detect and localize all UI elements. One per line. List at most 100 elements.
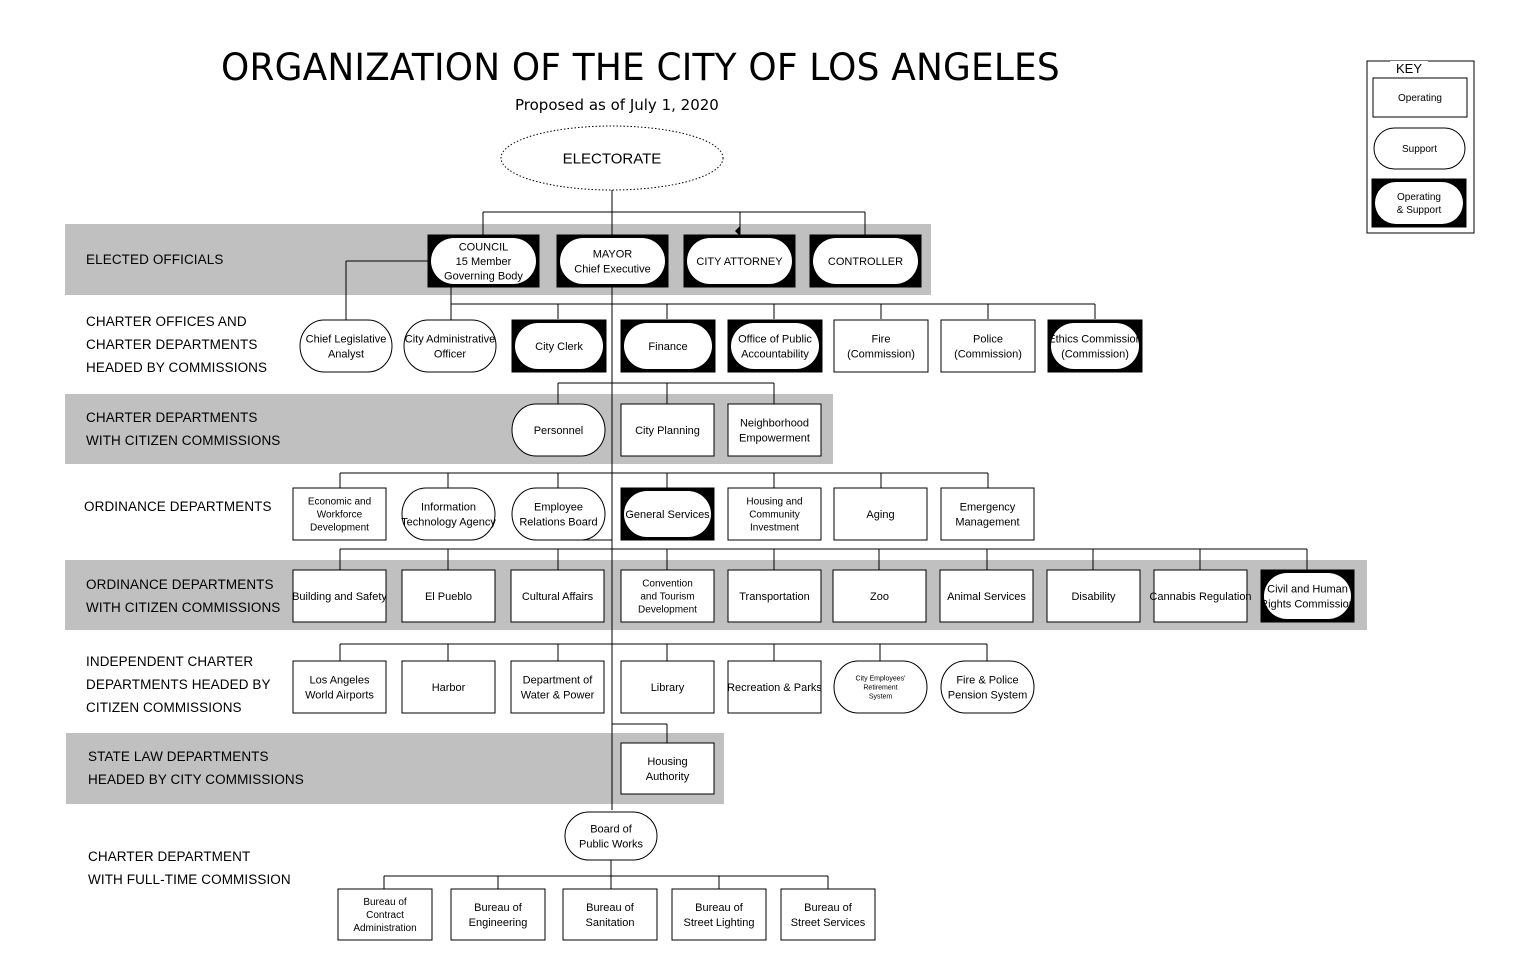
box-label: Cultural Affairs: [522, 591, 594, 603]
personnel-box[interactable]: Personnel: [511, 403, 606, 457]
zoo-box[interactable]: Zoo: [832, 569, 927, 623]
box-label: Contract: [366, 910, 404, 921]
box-label: City Planning: [635, 425, 700, 437]
box-label: Chief Executive: [574, 263, 650, 275]
box-label: Convention: [642, 578, 693, 589]
harbor-box[interactable]: Harbor: [401, 660, 496, 714]
city-planning-box[interactable]: City Planning: [620, 403, 715, 457]
box-label: Support: [1402, 144, 1437, 155]
box-label: Recreation & Parks: [727, 682, 822, 694]
key-support-swatch[interactable]: Support: [1373, 127, 1466, 170]
transportation-box[interactable]: Transportation: [727, 569, 822, 623]
box-label: Cannabis Regulation: [1149, 591, 1251, 603]
box-label: Employee: [534, 502, 583, 514]
tier-label-full-time: CHARTER DEPARTMENT WITH FULL-TIME COMMIS…: [88, 849, 291, 887]
box-label: Rights Commission: [1260, 598, 1355, 610]
box-label: System: [869, 694, 893, 701]
key-operating-swatch[interactable]: Operating: [1372, 77, 1468, 118]
box-label: Housing: [647, 756, 687, 768]
box-label: Finance: [648, 341, 687, 353]
box-label: Investment: [750, 523, 799, 534]
cannabis-regulation-box[interactable]: Cannabis Regulation: [1149, 569, 1252, 623]
box-label: Engineering: [469, 917, 528, 929]
fire-box[interactable]: Fire (Commission): [833, 319, 929, 373]
box-label: Fire: [872, 334, 891, 346]
library-box[interactable]: Library: [620, 660, 715, 714]
controller-box[interactable]: CONTROLLER: [809, 234, 922, 288]
box-label: Economic and: [308, 496, 371, 507]
band-state-law: [66, 733, 724, 804]
recreation-parks-box[interactable]: Recreation & Parks: [727, 660, 822, 714]
cultural-affairs-box[interactable]: Cultural Affairs: [510, 569, 605, 623]
aging-box[interactable]: Aging: [833, 487, 928, 541]
page-title: ORGANIZATION OF THE CITY OF LOS ANGELES: [221, 46, 1060, 89]
box-label: Water & Power: [521, 689, 595, 701]
disability-box[interactable]: Disability: [1046, 569, 1141, 623]
electorate-label: ELECTORATE: [563, 151, 662, 168]
box-label: General Services: [625, 509, 710, 521]
box-label: Neighborhood: [740, 418, 809, 430]
electorate-ellipse[interactable]: ELECTORATE: [500, 125, 724, 191]
building-safety-box[interactable]: Building and Safety: [292, 569, 387, 623]
box-label: Transportation: [739, 591, 810, 603]
box-label: Disability: [1071, 591, 1116, 603]
animal-services-box[interactable]: Animal Services: [939, 569, 1034, 623]
box-label: Development: [638, 605, 697, 616]
box-label: Civil and Human: [1267, 584, 1348, 596]
box-label: COUNCIL: [459, 241, 509, 253]
box-label: Bureau of: [804, 902, 853, 914]
box-label: Authority: [646, 771, 690, 783]
el-pueblo-box[interactable]: El Pueblo: [401, 569, 496, 623]
box-label: Pension System: [948, 689, 1027, 701]
city-attorney-box[interactable]: CITY ATTORNEY: [683, 234, 796, 288]
box-label: Technology Agency: [401, 516, 496, 528]
city-clerk-box[interactable]: City Clerk: [511, 319, 607, 373]
box-label: Police: [973, 334, 1003, 346]
box-label: Governing Body: [444, 271, 523, 283]
arrow-marker: [735, 226, 740, 236]
general-services-box[interactable]: General Services: [620, 487, 715, 541]
box-label: Officer: [434, 348, 467, 360]
box-label: (Commission): [847, 348, 915, 360]
box-label: Operating: [1397, 192, 1441, 203]
box-label: and Tourism: [640, 592, 694, 603]
box-label: Retirement: [863, 685, 897, 692]
box-label: Fire & Police: [956, 675, 1018, 687]
box-label: CITY ATTORNEY: [696, 256, 783, 268]
box-label: (Commission): [954, 348, 1022, 360]
box-label: Accountability: [741, 348, 809, 360]
ethics-commission-box[interactable]: Ethics Commission(Commission): [1047, 319, 1143, 373]
key-operating-support-swatch[interactable]: Operating& Support: [1371, 178, 1467, 228]
box-label: Street Lighting: [684, 917, 755, 929]
box-label: Community: [749, 510, 800, 521]
box-label: CONTROLLER: [828, 256, 903, 268]
tier-label-state-law: STATE LAW DEPARTMENTS HEADED BY CITY COM…: [88, 749, 304, 787]
tier-label-ordinance-citizen: ORDINANCE DEPARTMENTS WITH CITIZEN COMMI…: [86, 577, 281, 615]
police-box[interactable]: Police (Commission): [940, 319, 1036, 373]
finance-box[interactable]: Finance: [620, 319, 716, 373]
